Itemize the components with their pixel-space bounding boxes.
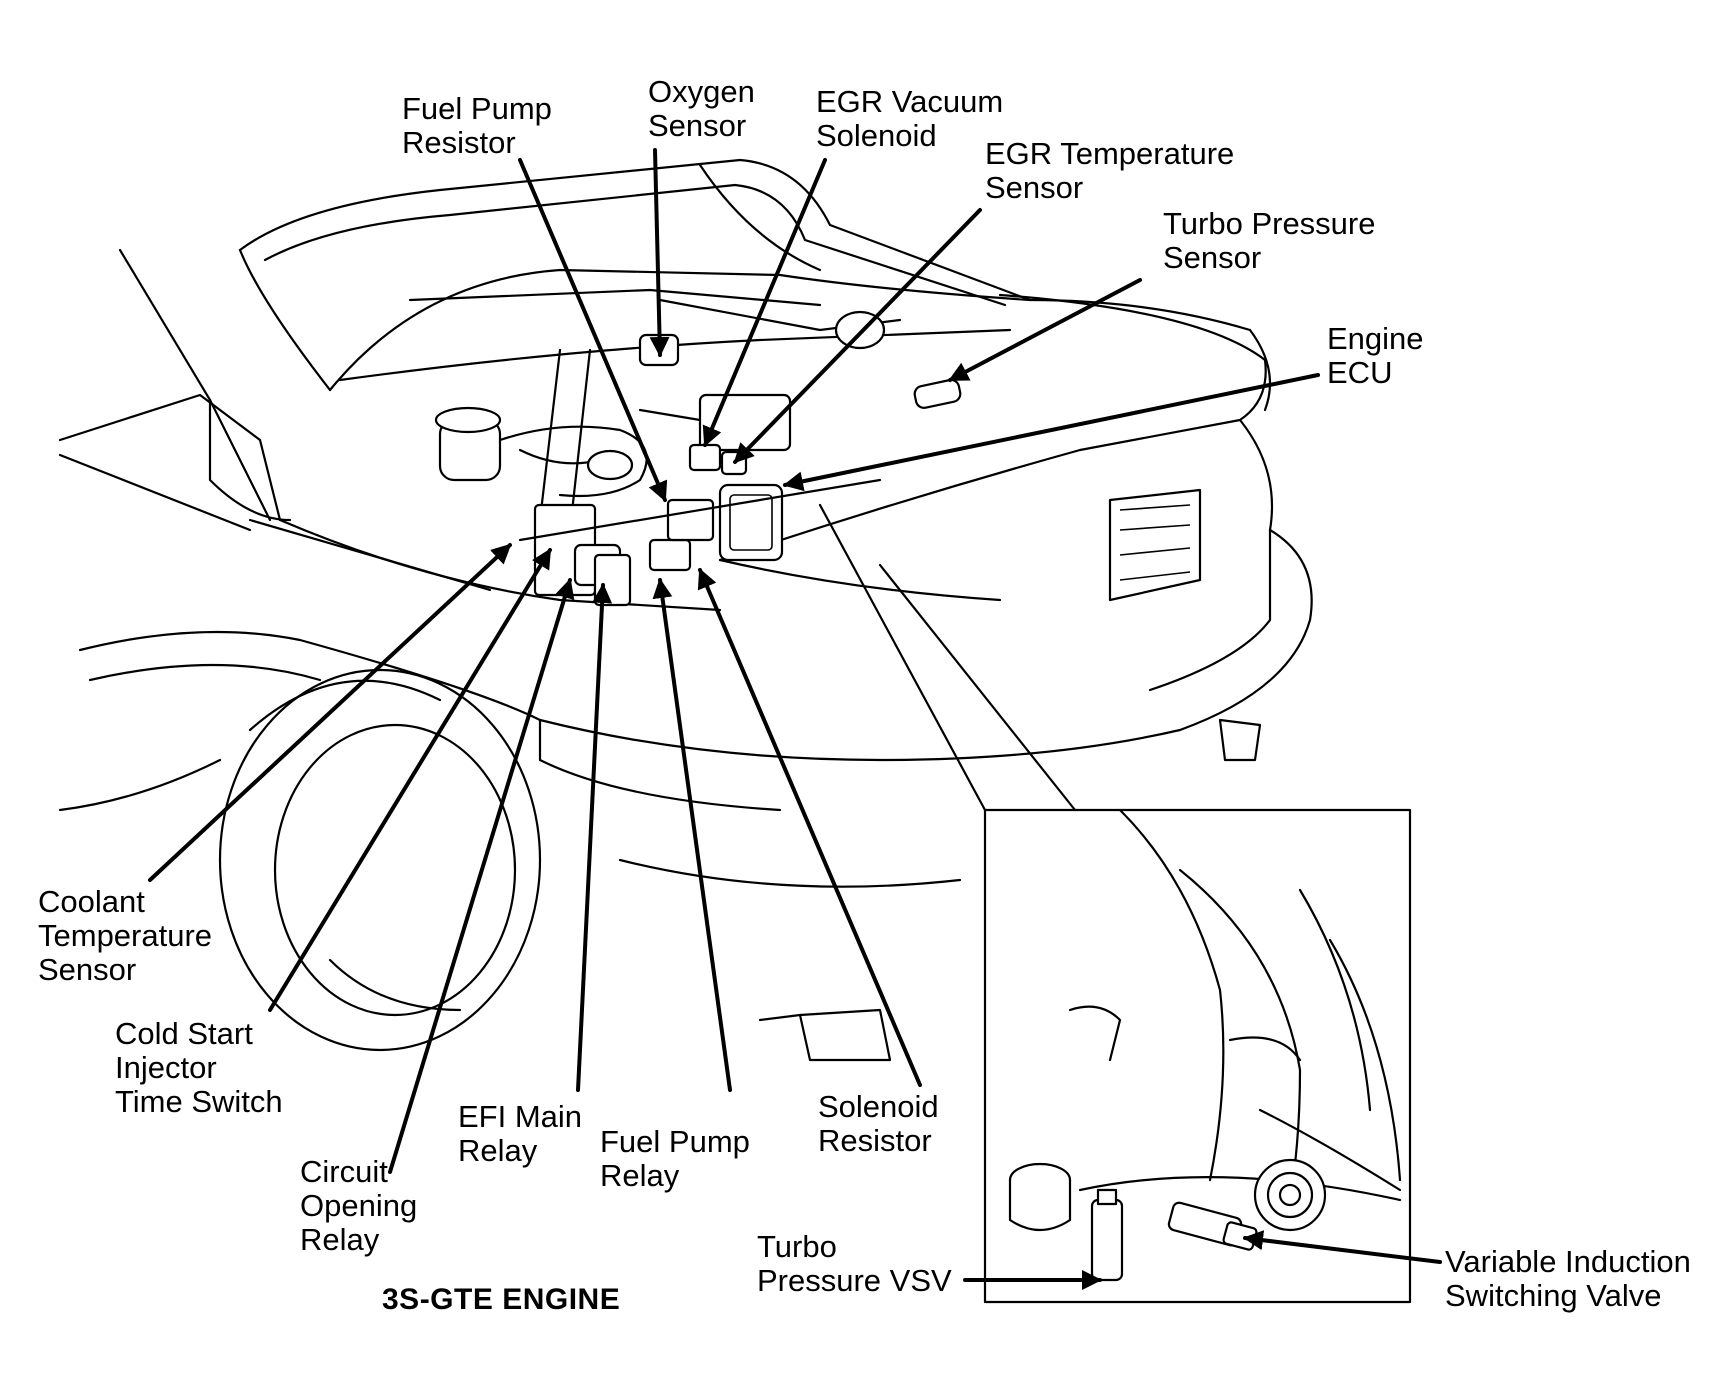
leader-circuit-opening-relay [388, 578, 575, 1174]
leader-efi-main-relay [576, 583, 613, 1092]
label-coolant-temperature-sensor: Coolant Temperature Sensor [38, 885, 212, 987]
label-line: Solenoid [818, 1089, 939, 1124]
label-line: Engine [1327, 321, 1424, 356]
label-circuit-opening-relay: Circuit Opening Relay [300, 1155, 417, 1257]
label-engine-ecu: Engine ECU [1327, 322, 1424, 390]
leader-egr-vacuum-solenoid [702, 158, 827, 447]
label-line: Sensor [648, 108, 747, 143]
label-turbo-pressure-sensor: Turbo Pressure Sensor [1163, 207, 1376, 275]
label-line: EGR Temperature [985, 136, 1235, 171]
label-line: Resistor [818, 1123, 932, 1158]
leader-egr-temperature-sensor [733, 208, 982, 464]
engine-bay-components [408, 288, 962, 607]
label-egr-temperature-sensor: EGR Temperature Sensor [985, 137, 1234, 205]
label-line: ECU [1327, 355, 1393, 390]
label-line: Resistor [402, 125, 516, 160]
leader-turbo-pressure-sensor [948, 278, 1142, 382]
label-turbo-pressure-vsv: Turbo Pressure VSV [757, 1230, 952, 1298]
diagram-caption: 3S-GTE ENGINE [382, 1283, 621, 1316]
label-line: EGR Vacuum [816, 84, 1004, 119]
label-line: Turbo [757, 1229, 837, 1264]
label-line: Relay [458, 1133, 538, 1168]
label-line: Sensor [985, 170, 1084, 205]
label-line: Temperature [38, 918, 213, 953]
label-oxygen-sensor: Oxygen Sensor [648, 75, 755, 143]
leader-fuel-pump-resistor [518, 158, 668, 502]
label-line: Oxygen [648, 74, 755, 109]
label-fuel-pump-resistor: Fuel Pump Resistor [402, 92, 552, 160]
leader-cold-start-injector-time-switch [268, 548, 552, 1012]
label-line: Variable Induction [1445, 1244, 1691, 1279]
label-efi-main-relay: EFI Main Relay [458, 1100, 582, 1168]
label-fuel-pump-relay: Fuel Pump Relay [600, 1125, 750, 1193]
label-line: Fuel Pump [402, 91, 552, 126]
label-line: Injector [115, 1050, 217, 1085]
label-line: Circuit [300, 1154, 388, 1189]
leader-fuel-pump-relay [652, 578, 732, 1092]
car-rear-illustration [58, 158, 1313, 1062]
label-line: Pressure VSV [757, 1263, 952, 1298]
label-line: Fuel Pump [600, 1124, 750, 1159]
inset-detail [818, 503, 1412, 1304]
label-line: Relay [300, 1222, 380, 1257]
label-line: Sensor [38, 952, 137, 987]
label-line: Cold Start [115, 1016, 253, 1051]
label-line: Time Switch [115, 1084, 283, 1119]
leader-lines [148, 148, 1442, 1290]
leader-solenoid-resistor [697, 568, 922, 1087]
label-line: Opening [300, 1188, 418, 1223]
label-line: EFI Main [458, 1099, 583, 1134]
label-line: Turbo Pressure [1163, 206, 1376, 241]
label-cold-start-injector-time-switch: Cold Start Injector Time Switch [115, 1017, 283, 1119]
label-variable-induction-switching-valve: Variable Induction Switching Valve [1445, 1245, 1691, 1313]
label-line: Switching Valve [1445, 1278, 1662, 1313]
label-egr-vacuum-solenoid: EGR Vacuum Solenoid [816, 85, 1003, 153]
label-line: Relay [600, 1158, 680, 1193]
leader-variable-induction-switching-valve [1243, 1230, 1442, 1264]
leader-coolant-temperature-sensor [148, 543, 512, 882]
leader-oxygen-sensor [649, 148, 670, 357]
label-line: Coolant [38, 884, 145, 919]
label-line: Sensor [1163, 240, 1262, 275]
label-solenoid-resistor: Solenoid Resistor [818, 1090, 939, 1158]
label-line: Solenoid [816, 118, 937, 153]
leader-engine-ecu [783, 373, 1320, 492]
